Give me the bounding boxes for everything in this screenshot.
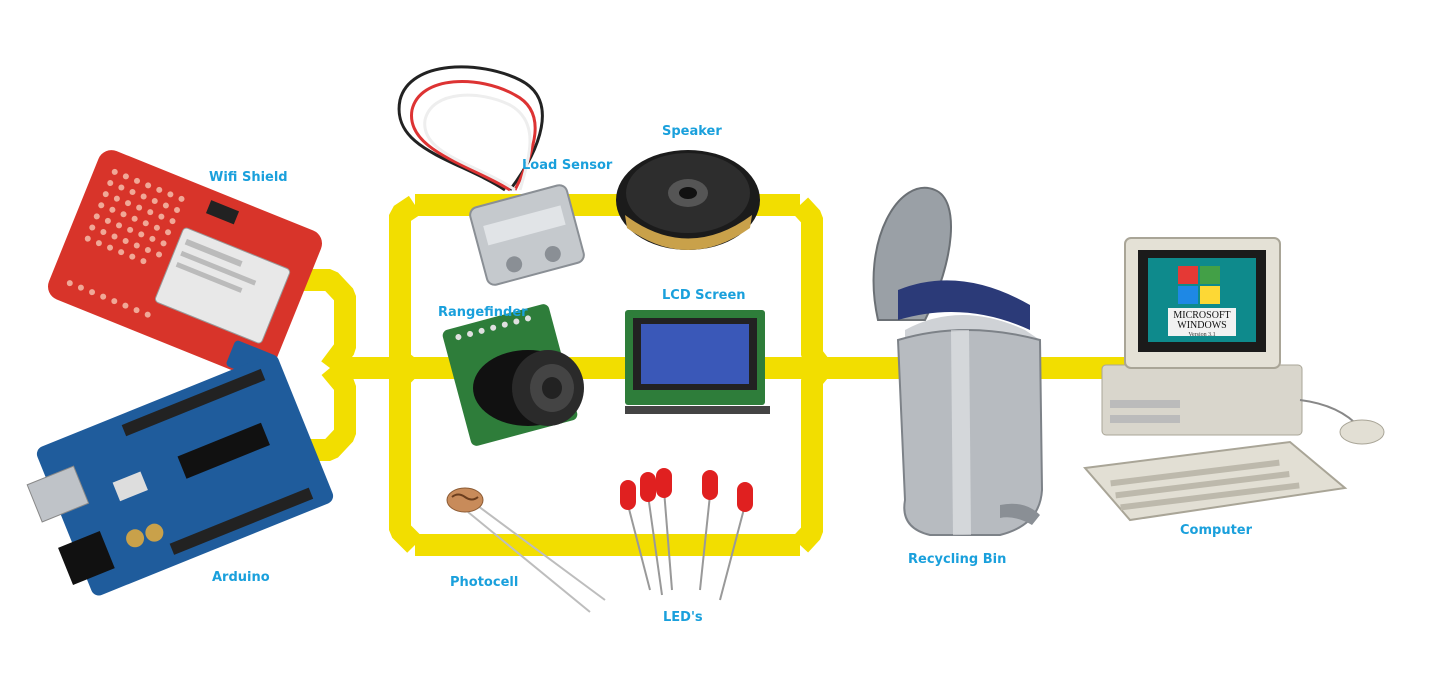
connector-loop-right-bottom bbox=[791, 360, 831, 553]
lcd-screen-image bbox=[625, 310, 770, 414]
computer-image bbox=[1083, 237, 1385, 522]
label-leds: LED's bbox=[663, 610, 703, 625]
connector-wifi-shield bbox=[295, 269, 356, 375]
connector-loop-left-bottom bbox=[389, 360, 423, 553]
label-speaker: Speaker bbox=[662, 124, 722, 139]
label-computer: Computer bbox=[1180, 523, 1253, 538]
label-arduino: Arduino bbox=[212, 570, 270, 585]
rangefinder-image bbox=[442, 304, 584, 446]
wifi-shield-image bbox=[47, 150, 323, 382]
load-sensor-image bbox=[397, 65, 585, 286]
computer-screen-product: WINDOWS bbox=[1177, 320, 1226, 331]
computer-screen-brand: MICROSOFT bbox=[1173, 310, 1230, 321]
label-photocell: Photocell bbox=[450, 575, 519, 590]
photocell-image bbox=[446, 487, 606, 613]
label-rangefinder: Rangefinder bbox=[438, 305, 528, 320]
label-load-sensor: Load Sensor bbox=[522, 158, 613, 173]
leds-image bbox=[620, 468, 753, 601]
label-wifi-shield: Wifi Shield bbox=[209, 170, 288, 185]
label-lcd-screen: LCD Screen bbox=[662, 288, 746, 303]
connector-loop-right bbox=[791, 197, 831, 375]
speaker-image bbox=[616, 150, 760, 250]
connector-loop-left bbox=[389, 195, 422, 377]
label-recycling-bin: Recycling Bin bbox=[908, 552, 1007, 567]
recycling-bin-image bbox=[872, 187, 1044, 536]
arduino-image bbox=[26, 354, 334, 596]
computer-screen-version: Version 3.1 bbox=[1188, 332, 1215, 338]
